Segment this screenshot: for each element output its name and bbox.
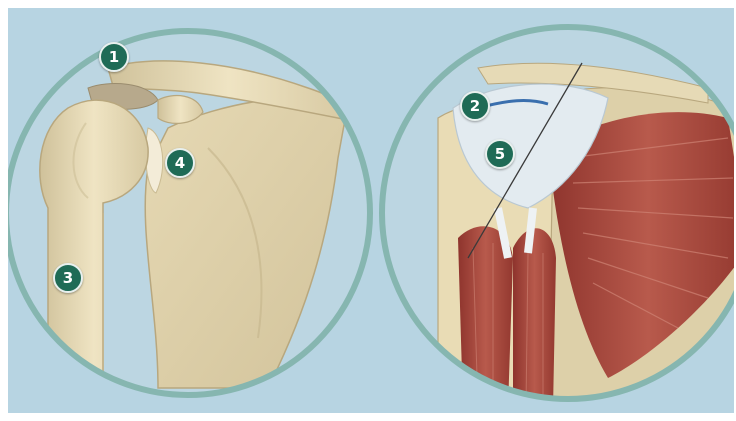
label-badge-5: 5 [485, 139, 515, 169]
label-badge-4: 4 [165, 148, 195, 178]
biceps-muscle-right [513, 228, 556, 408]
diagram-panel: 1 4 3 2 5 [8, 8, 734, 413]
label-badge-2: 2 [460, 91, 490, 121]
label-badge-1: 1 [99, 42, 129, 72]
label-badge-3: 3 [53, 263, 83, 293]
